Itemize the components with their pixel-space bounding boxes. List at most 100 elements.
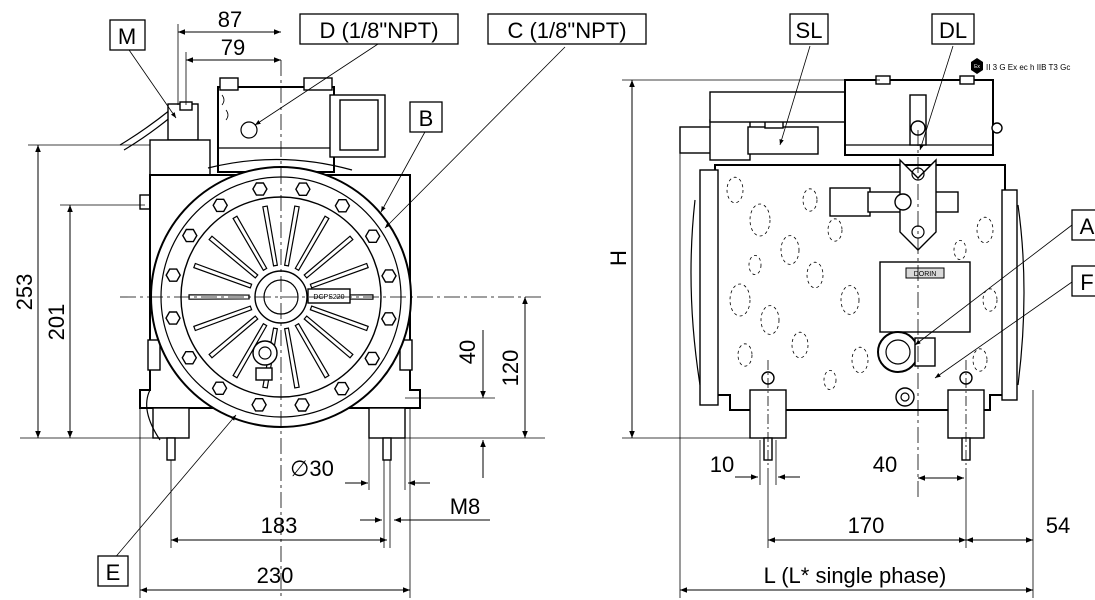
label-box-a — [1071, 209, 1095, 241]
ex-marking-text: II 3 G Ex ec h IIB T3 Gc — [986, 63, 1070, 72]
dim-79: 79 — [221, 35, 245, 60]
cover-bolt — [211, 381, 228, 395]
dim-87: 87 — [218, 7, 242, 32]
cover-bolt — [251, 398, 267, 412]
label-box-dl — [931, 13, 975, 45]
cover-bolt — [380, 312, 397, 326]
dim-diameter-30: ∅30 — [290, 456, 334, 481]
label-box-e — [97, 555, 129, 587]
casting-texture — [737, 343, 753, 367]
side-dimensions — [622, 79, 1034, 598]
front-terminal-box — [217, 77, 386, 173]
casting-texture — [972, 348, 988, 372]
front-nameplate-text: DCPS220 — [313, 294, 344, 301]
casting-texture — [827, 218, 843, 242]
ex-hexagon-icon — [971, 58, 983, 74]
cover-rib — [232, 215, 268, 272]
cover-rib — [193, 305, 253, 332]
side-crankcase: DORIN — [690, 94, 1025, 411]
casting-texture — [851, 346, 869, 374]
ex-atex-marking: Ex II 3 G Ex ec h IIB T3 Gc — [971, 58, 1070, 74]
casting-texture — [749, 203, 771, 237]
cover-rib — [303, 315, 354, 359]
cover-bolt — [181, 228, 198, 243]
label-a: A — [1080, 214, 1095, 239]
label-box-d — [299, 13, 459, 45]
cover-rib — [303, 235, 354, 279]
casting-texture — [780, 235, 800, 265]
dim-40-side: 40 — [873, 452, 897, 477]
cover-rib — [309, 305, 369, 332]
cover-bolt — [294, 398, 310, 412]
dim-40-vertical: 40 — [455, 340, 480, 364]
casting-texture — [806, 261, 824, 289]
dim-183: 183 — [261, 513, 298, 538]
casting-texture — [802, 188, 818, 212]
dim-h: H — [606, 250, 631, 266]
label-d: D (1/8"NPT) — [319, 18, 438, 43]
label-e: E — [106, 560, 121, 585]
casting-texture — [976, 216, 994, 244]
cover-rib — [262, 205, 279, 267]
front-dimensions — [20, 24, 545, 598]
label-box-sl — [789, 13, 829, 45]
side-leaders — [779, 45, 1073, 379]
label-box-f — [1071, 265, 1095, 297]
cover-bolt — [364, 351, 381, 366]
cover-bolt — [181, 351, 198, 365]
cover-rib — [283, 327, 300, 389]
cover-rib — [283, 205, 300, 267]
cover-bolt — [333, 381, 350, 396]
cover-bolt — [165, 311, 181, 325]
casting-texture — [748, 254, 762, 275]
dim-54: 54 — [1046, 513, 1070, 538]
cover-rib — [188, 294, 250, 300]
casting-texture — [729, 283, 751, 317]
label-dl: DL — [939, 18, 967, 43]
cover-rib — [193, 262, 253, 289]
cover-bolt — [165, 268, 182, 282]
cover-bolt — [295, 182, 311, 197]
casting-texture — [953, 239, 967, 260]
side-nameplate-text: DORIN — [914, 271, 937, 278]
dim-10: 10 — [710, 452, 734, 477]
cover-bolt — [364, 229, 381, 244]
dim-l: L (L* single phase) — [764, 563, 947, 588]
casting-texture — [840, 285, 860, 315]
label-m: M — [118, 24, 136, 49]
front-left-fittings — [119, 101, 211, 212]
cover-bolt — [252, 182, 268, 196]
side-view: DORIN — [606, 13, 1095, 598]
casting-texture — [982, 288, 998, 312]
label-b: B — [419, 106, 434, 131]
cover-rib — [208, 235, 259, 279]
casting-texture — [791, 331, 809, 359]
cover-rib — [232, 322, 268, 379]
dim-230: 230 — [257, 563, 294, 588]
front-view: DCPS220 — [12, 7, 647, 600]
ex-symbol-text: Ex — [974, 64, 980, 70]
dim-m8: M8 — [450, 494, 481, 519]
dim-120: 120 — [498, 350, 523, 387]
label-f: F — [1080, 270, 1093, 295]
cover-bolt — [381, 269, 397, 283]
label-sl: SL — [796, 18, 823, 43]
dim-201: 201 — [44, 304, 69, 341]
label-box-b — [409, 101, 443, 133]
front-leaders — [112, 43, 566, 561]
cover-bolt — [334, 198, 351, 213]
cover-rib — [208, 315, 259, 359]
cover-bolt — [212, 198, 229, 213]
dim-253: 253 — [12, 274, 37, 311]
casting-texture — [726, 176, 744, 204]
dim-170: 170 — [848, 513, 885, 538]
label-c: C (1/8"NPT) — [507, 18, 626, 43]
casting-texture — [823, 369, 837, 390]
casting-texture — [760, 305, 780, 335]
front-feet — [146, 389, 406, 461]
cover-rib — [294, 215, 330, 272]
label-box-c — [487, 13, 647, 45]
label-box-m — [109, 19, 146, 51]
cover-rib — [309, 262, 369, 289]
